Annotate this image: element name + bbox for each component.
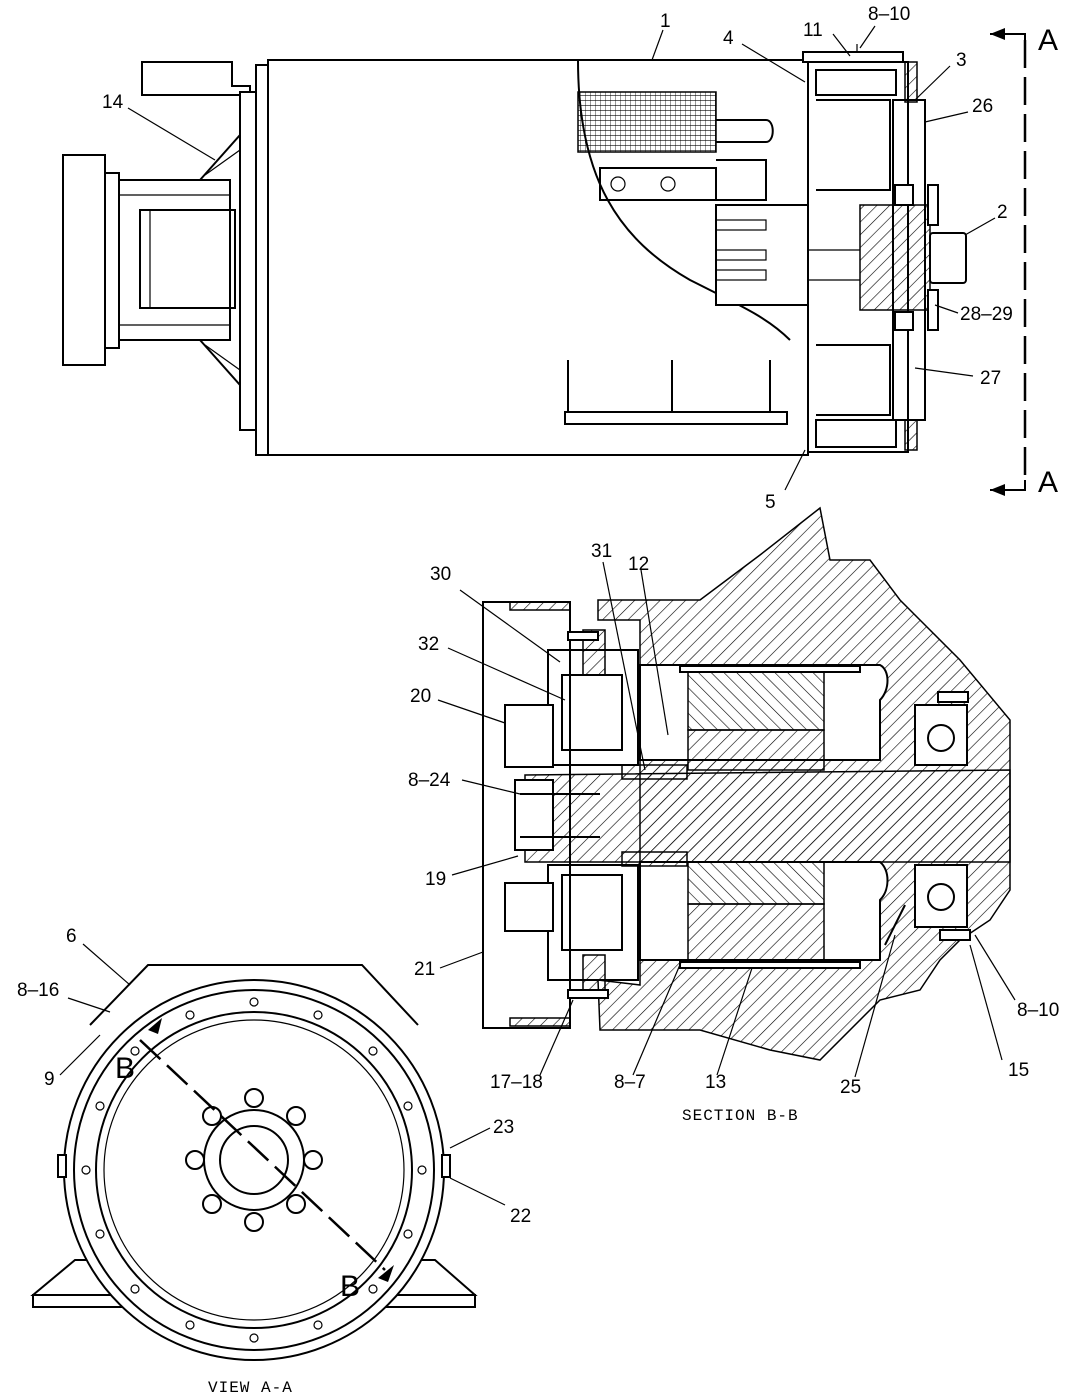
- rotor-core-lower: [687, 903, 825, 963]
- callout-5: 5: [765, 492, 776, 513]
- side-elevation-view: [62, 44, 967, 456]
- section-line-a-a: [990, 28, 1027, 496]
- callout-8-7: 8–7: [614, 1072, 646, 1093]
- caption-view-a-a: VIEW A-A: [208, 1379, 293, 1397]
- rectifier-lower: [504, 882, 554, 932]
- callout-8-10-top: 8–10: [868, 4, 910, 25]
- rectifier-upper: [504, 704, 554, 768]
- drive-hub: [859, 204, 931, 311]
- callout-17-18: 17–18: [490, 1072, 543, 1093]
- callout-6: 6: [66, 926, 77, 947]
- callout-20: 20: [410, 686, 431, 707]
- callout-14: 14: [102, 92, 124, 113]
- hub-bolts: [185, 1088, 323, 1232]
- callout-13: 13: [705, 1072, 726, 1093]
- callout-12: 12: [628, 554, 649, 575]
- callout-27: 27: [980, 368, 1001, 389]
- section-marker-b-top: B: [115, 1052, 135, 1085]
- callout-23: 23: [493, 1117, 514, 1138]
- section-marker-b-bottom: B: [340, 1270, 360, 1303]
- callout-8-10-section: 8–10: [1017, 1000, 1059, 1021]
- bearing-lower: [914, 864, 968, 928]
- section-marker-a-bottom: A: [1038, 466, 1058, 499]
- callout-22: 22: [510, 1206, 531, 1227]
- callout-11: 11: [803, 20, 823, 41]
- callout-4: 4: [723, 28, 734, 49]
- drive-end-adapter: [118, 179, 231, 341]
- section-line-b-b: [139, 1039, 386, 1271]
- callout-8-24: 8–24: [408, 770, 451, 791]
- lifting-lug: [141, 61, 251, 96]
- coupling-disc: [62, 154, 106, 366]
- callout-2: 2: [997, 202, 1008, 223]
- shaft-section: [524, 769, 1011, 863]
- exciter-rotor-upper: [561, 674, 623, 751]
- callout-32: 32: [418, 634, 439, 655]
- callout-labels: 1 4 11 8–10 3 26 2 28–29 27 5 14 30 31 1…: [17, 4, 1059, 1397]
- view-a-a: [30, 964, 478, 1361]
- leader-lines: [59, 25, 1016, 1206]
- end-plate-bolt-holes: [81, 997, 427, 1343]
- rotor-core-upper: [687, 671, 825, 731]
- callout-1: 1: [660, 11, 671, 32]
- callout-15: 15: [1008, 1060, 1029, 1081]
- caption-section-b-b: SECTION B-B: [682, 1107, 799, 1125]
- section-b-b-view: [482, 506, 1011, 1061]
- callout-25: 25: [840, 1077, 861, 1098]
- bearing-upper: [914, 704, 968, 766]
- callout-19: 19: [425, 869, 446, 890]
- callout-21: 21: [414, 959, 435, 980]
- callout-26: 26: [972, 96, 993, 117]
- callout-3: 3: [956, 50, 967, 71]
- callout-31: 31: [591, 541, 612, 562]
- callout-28-29: 28–29: [960, 304, 1013, 325]
- callout-30: 30: [430, 564, 451, 585]
- callout-9: 9: [44, 1069, 55, 1090]
- mounting-base: [564, 411, 788, 425]
- section-marker-a-top: A: [1038, 24, 1058, 57]
- callout-8-16: 8–16: [17, 980, 59, 1001]
- exciter-rotor-lower: [561, 874, 623, 951]
